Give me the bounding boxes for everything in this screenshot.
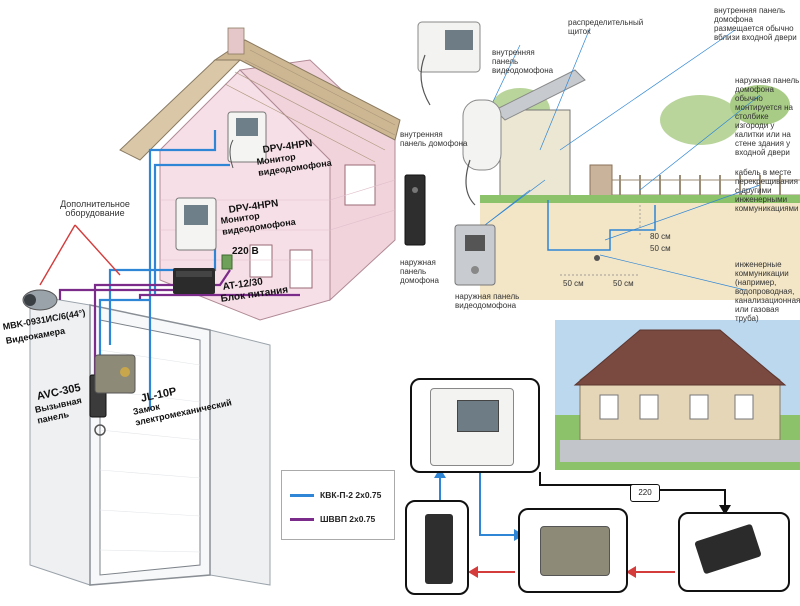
outer-panel-location-label: наружная панель домофона обычно монтируе… [735, 76, 800, 157]
outer-panel-intercom-label: наружная панель домофона [400, 258, 439, 285]
voltage-label: 220 В [232, 246, 259, 257]
legend-label-shvvp: ШВВП 2х0.75 [320, 514, 376, 524]
cable-lines [58, 130, 300, 410]
power-supply-device [173, 268, 215, 294]
outdoor-panel-box [405, 500, 469, 595]
monitor-screen [457, 400, 499, 432]
dim-50b-label: 50 см [563, 279, 584, 288]
monitor-mid-device [175, 197, 217, 251]
voltage-badge: 220 [630, 484, 660, 502]
video-intercom-inner [417, 21, 481, 106]
legend-item-kvk: КВК-П-2 2х0.75 [290, 489, 381, 501]
lock-unit [540, 526, 610, 576]
monitor-top-device [227, 111, 267, 169]
outdoor-panel-dark [404, 174, 426, 246]
extra-equipment-label: Дополнительное оборудование [60, 199, 130, 218]
dim-80-label: 80 см [650, 232, 671, 241]
dim-50c-label: 50 см [613, 279, 634, 288]
inner-panel-intercom-label: внутренняя панель домофона [400, 130, 468, 148]
wiring-arrows [434, 468, 731, 578]
power-supply-unit [694, 523, 762, 575]
power-supply-box [678, 512, 790, 592]
legend-label-kvk: КВК-П-2 2х0.75 [320, 490, 382, 500]
legend-swatch-blue [290, 493, 314, 497]
camera-device [22, 289, 58, 311]
annotation-arrows [39, 224, 121, 286]
house-photo [555, 320, 800, 470]
cable-legend: КВК-П-2 2х0.75 ШВВП 2х0.75 [281, 470, 395, 540]
legend-swatch-purple [290, 517, 314, 521]
lock-box [518, 508, 628, 593]
socket-device [221, 254, 233, 270]
monitor-box [410, 378, 540, 473]
intercom-handset [462, 99, 502, 206]
outdoor-panel-silver [454, 224, 496, 286]
house-illustration [119, 27, 401, 321]
lock-device [94, 354, 136, 394]
inner-panel-location-label: внутренняя панель домофона размещается о… [714, 6, 797, 42]
outdoor-panel-unit [425, 514, 453, 584]
utilities-label: инженерные коммуникации (например, водоп… [735, 260, 800, 323]
legend-item-shvvp: ШВВП 2х0.75 [290, 513, 375, 525]
outer-panel-video-label: наружная панель видеодомофона [455, 292, 520, 310]
distribution-box-label: распределительный щиток [568, 18, 644, 36]
inner-panel-video-label: внутренняя панель видеодомофона [492, 48, 554, 75]
installation-scheme [404, 21, 800, 300]
cable-crossing-label: кабель в месте перекрещивания с другими … [735, 168, 799, 213]
dim-50a-label: 50 см [650, 244, 671, 253]
